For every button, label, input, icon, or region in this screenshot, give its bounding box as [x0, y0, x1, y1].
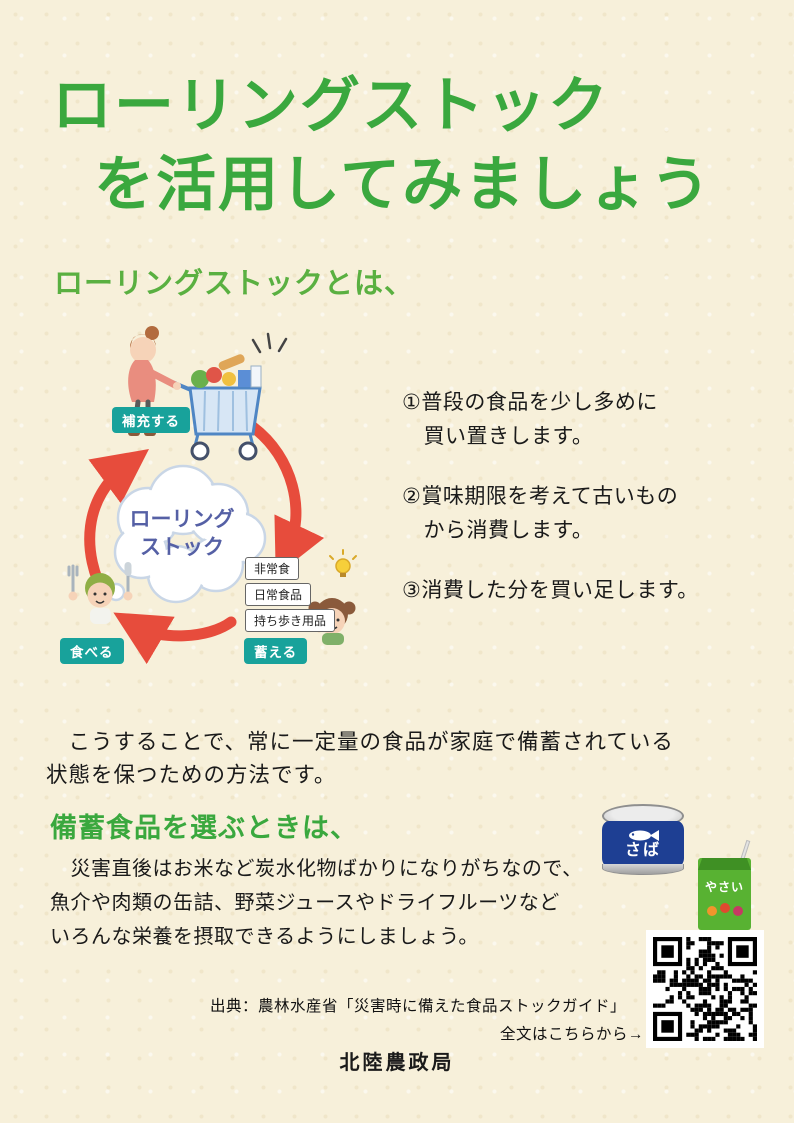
qr-code-pattern [653, 937, 757, 1041]
section2-heading: 備蓄食品を選ぶときは、 [50, 813, 358, 843]
juice-label: やさい [704, 880, 744, 894]
cycle-illustration [67, 326, 357, 665]
intro-heading: ローリングストックとは、 [54, 268, 415, 300]
source-block: 出典：農林水産省「災害時に備えた食品ストックガイド」 全文はこちらから→ [210, 994, 646, 1044]
juice-carton: やさい [698, 858, 751, 930]
shelf-item-emergency-food: 非常食 [245, 557, 300, 580]
badge-eat: 食べる [60, 638, 124, 664]
fish-icon [629, 830, 659, 841]
title-line-1: ローリングストック [52, 72, 610, 139]
arrow-store-to-eat [113, 612, 237, 665]
cycle-center-label: ローリング ストック [129, 508, 235, 560]
organization-name: 北陸農政局 [339, 1052, 455, 1074]
can-label: さば [624, 842, 661, 859]
can-label-band: さば [602, 821, 684, 867]
fork-icon [67, 564, 79, 596]
full-text-hint: 全文はこちらから→ [499, 1026, 644, 1043]
eating-person-illustration [67, 562, 133, 624]
badge-restock: 補充する [112, 407, 190, 433]
step-1: ①普段の食品を少し多めに 買い置きします。 [402, 391, 658, 448]
canned-fish-image: さば [602, 804, 684, 880]
shelf-item-daily-food: 日常食品 [245, 583, 312, 606]
arrow-restock-to-store [247, 421, 325, 576]
rolling-stock-cycle-diagram: ローリング ストック 非常食 日常食品 持ち歩き用品 補充する 食べる 蓄える [48, 322, 416, 674]
badge-store: 蓄える [244, 638, 308, 664]
explanation-paragraph: こうすることで、常に一定量の食品が家庭で備蓄されている 状態を保つための方法です… [46, 730, 674, 788]
sparkle-icon [251, 332, 288, 354]
source-text: 出典：農林水産省「災害時に備えた食品ストックガイド」 [210, 998, 627, 1015]
qr-code [646, 930, 764, 1048]
step-3: ③消費した分を買い足します。 [402, 579, 699, 603]
numbered-steps: ①普段の食品を少し多めに 買い置きします。 ②賞味期限を考えて古いもの から消費… [402, 386, 777, 608]
stock-shelf: 非常食 日常食品 持ち歩き用品 [245, 557, 336, 635]
step-2: ②賞味期限を考えて古いもの から消費します。 [402, 485, 679, 542]
section2-paragraph: 災害直後はお米など炭水化物ばかりになりがちなので、 魚介や肉類の缶詰、野菜ジュー… [50, 858, 583, 948]
shelf-item-carry-goods: 持ち歩き用品 [245, 609, 336, 632]
lightbulb-icon [329, 549, 357, 577]
page-title: ローリングストック を活用してみましょう [52, 66, 712, 224]
vegetable-juice-image: やさい [698, 839, 751, 930]
vegetables-icon [719, 903, 730, 913]
knife-icon [124, 562, 132, 596]
title-line-2: を活用してみましょう [94, 151, 713, 219]
can-base [602, 864, 684, 875]
carton-flap [698, 858, 751, 870]
cloud-shape [106, 464, 267, 604]
